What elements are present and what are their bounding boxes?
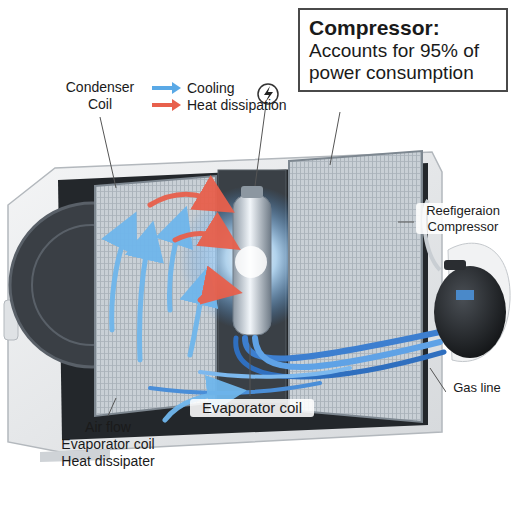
part-label: Gas line bbox=[446, 380, 508, 396]
part-label: Heat dissipater bbox=[48, 453, 168, 470]
legend-arrow bbox=[150, 82, 182, 94]
part-label: Reefigeraion Compressor bbox=[416, 203, 510, 234]
callout-box: Compressor:Accounts for 95% of power con… bbox=[298, 8, 508, 92]
legend-row: Cooling bbox=[150, 79, 287, 96]
part-label: Evaporator coil bbox=[48, 436, 168, 453]
callout-heading: Compressor: bbox=[309, 16, 497, 40]
legend-arrow bbox=[150, 99, 182, 111]
part-label: Air flow bbox=[48, 419, 168, 436]
callout-body: Accounts for 95% of power consumption bbox=[309, 40, 497, 84]
legend-text: Heat dissipation bbox=[187, 97, 287, 113]
legend-row: Heat dissipation bbox=[150, 96, 287, 113]
legend-text: Cooling bbox=[187, 80, 234, 96]
part-label: Evaporator coil bbox=[190, 399, 314, 417]
legend: CoolingHeat dissipation bbox=[150, 79, 287, 113]
part-label: Condenser Coil bbox=[52, 79, 148, 113]
